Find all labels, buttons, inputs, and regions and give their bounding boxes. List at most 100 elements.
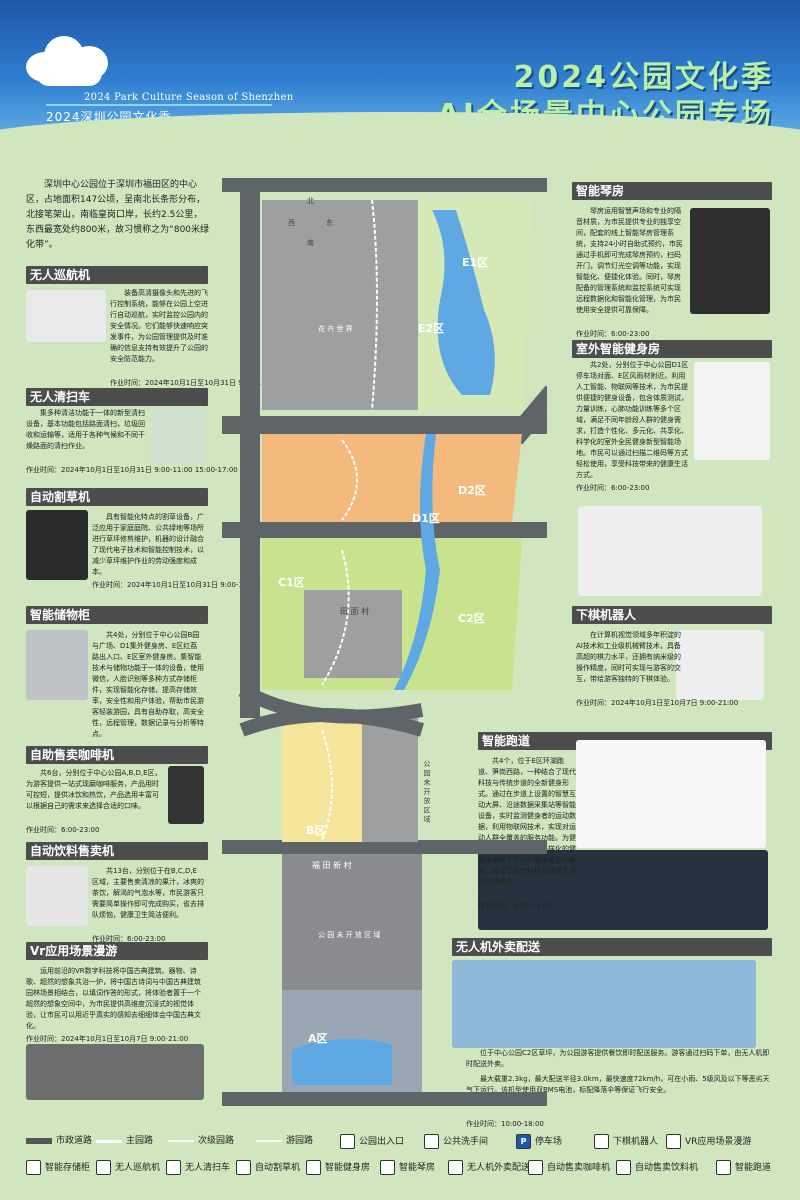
vr-icon xyxy=(666,1134,681,1149)
park-map: E1区 E2区 D1区 D2区 C1区 C2区 B区 A区 北 西 东 南 田 … xyxy=(222,170,547,1112)
map-legend: 市政道路主园路 次级园路 游园路 公园出入口 公共洗手间 P 停车场 下棋机器人 VR应用场景漫… xyxy=(0,1126,800,1200)
legend-item: 自动割草机 xyxy=(236,1160,300,1175)
legend-label: 无人机外卖配送 xyxy=(467,1162,531,1173)
zone-label-a: A区 xyxy=(308,1032,328,1045)
legend-label: 自动售卖咖啡机 xyxy=(547,1162,611,1173)
section-text: 琴房运用智慧声场和专业的隔音材质，为市民提供专业的独享空间，配套的线上智能琴房管… xyxy=(576,207,683,314)
legend-label: 次级园路 xyxy=(198,1136,235,1146)
feature-photo xyxy=(150,408,204,464)
section-time: 作业时间：2024年10月1日至10月7日 9:00-21:00 xyxy=(576,698,796,709)
park-map-svg xyxy=(222,178,547,1106)
sweeper-icon xyxy=(166,1160,181,1175)
feature-photo xyxy=(690,208,770,314)
time-label: 作业时间： xyxy=(576,484,611,492)
drink-icon xyxy=(616,1160,631,1175)
feature-photo xyxy=(694,362,770,460)
legend-item: 下棋机器人 xyxy=(594,1134,658,1149)
legend-label: 停车场 xyxy=(535,1136,563,1147)
map-label-futianxincun: 福 田 新 村 xyxy=(312,861,352,870)
time-label: 作业时间： xyxy=(576,330,611,338)
section-text: 共4个，位于E区环湖跑道、笋岗西路，一种结合了现代科技与传统步道的全新健身形式。… xyxy=(478,757,576,886)
section-text: 共4处，分别位于中心公园B园与广场、D1集外健身房、E区红荔路出入口、E区室外健… xyxy=(92,631,204,738)
zone-label-b: B区 xyxy=(306,824,326,837)
time-value: 2024年10月1日至10月31日 9:00-11:00 15:00-17:00 xyxy=(145,379,322,387)
time-value: 6:00-23:00 xyxy=(127,935,166,943)
legend-item: 公共洗手间 xyxy=(424,1134,488,1149)
legend-label: 智能存储柜 xyxy=(45,1162,91,1173)
legend-item: 主园路 xyxy=(96,1134,153,1148)
zone-label-d2: D2区 xyxy=(458,484,486,497)
feature-photo xyxy=(26,510,88,580)
zone-label-d1: D1区 xyxy=(412,512,440,525)
compass-south: 南 xyxy=(307,239,314,247)
legend-item: 游园路 xyxy=(256,1134,313,1148)
piano-icon xyxy=(380,1160,395,1175)
section-time: 作业时间：10:00-18:00 xyxy=(466,1119,686,1130)
legend-label: 自动割草机 xyxy=(255,1162,301,1173)
legend-item: 自动售卖咖啡机 xyxy=(528,1160,610,1175)
time-label: 作业时间： xyxy=(92,935,127,943)
time-label: 作业时间： xyxy=(92,581,127,589)
legend-line-swatch xyxy=(26,1138,52,1144)
section-time: 作业时间：2024年10月1日至10月31日 9:00-11:00 15:00-… xyxy=(26,465,246,476)
section-time: 作业时间：6:00-23:00 xyxy=(576,483,796,494)
page-title-line1: 2024公园文化季 xyxy=(513,60,774,95)
section-title: 智能琴房 xyxy=(572,182,772,200)
compass-east: 东 xyxy=(326,219,333,227)
legend-item: 智能跑道 xyxy=(716,1160,771,1175)
feature-photo xyxy=(26,1044,204,1100)
feature-photo-secondary xyxy=(478,850,768,930)
section-title: 自动割草机 xyxy=(26,488,208,506)
legend-item: VR应用场景漫游 xyxy=(666,1134,751,1149)
section-title: 室外智能健身房 xyxy=(572,340,772,358)
legend-label: 无人清扫车 xyxy=(185,1162,231,1173)
legend-label: 公园出入口 xyxy=(359,1136,405,1147)
logo-english: 2024 Park Culture Season of Shenzhen xyxy=(84,92,294,103)
legend-label: VR应用场景漫游 xyxy=(685,1136,752,1147)
section-title: 无人机外卖配送 xyxy=(452,938,772,956)
legend-item: 智能健身房 xyxy=(306,1160,370,1175)
legend-line-swatch xyxy=(256,1140,282,1142)
time-value: 2024年10月1日至10月31日 9:00-11:00 15:00-17:00 xyxy=(127,581,304,589)
section-text-specs: 最大载重2.3kg，最大配送半径3.0km，最快速度72km/h，可在小雨、5级… xyxy=(466,1075,770,1094)
map-label-closed-a: 公 园 未 开 放 区 域 xyxy=(318,931,381,939)
section-text: 共2处，分别位于中心公园D1区停车场对面、E区风雨材附近。利用人工智能、物联网等… xyxy=(576,361,689,479)
section-text: 集多种清洁功能于一体的新型清扫设备，基本功能包括路面清扫，垃圾回收和运输等，适用… xyxy=(26,409,145,450)
parking-icon: P xyxy=(516,1134,531,1149)
zone-label-c1: C1区 xyxy=(278,576,305,589)
legend-line-swatch xyxy=(96,1139,122,1143)
legend-label: 公共洗手间 xyxy=(443,1136,489,1147)
mower-icon xyxy=(236,1160,251,1175)
gym-icon xyxy=(306,1160,321,1175)
section-title: 下棋机器人 xyxy=(572,606,772,624)
section-time: 作业时间：6:00-23:00 xyxy=(576,329,796,340)
time-label: 作业时间： xyxy=(466,1120,501,1128)
section-title: 智能储物柜 xyxy=(26,606,208,624)
section-time: 作业时间：2024年10月1日至10月31日 9:00-11:00 15:00-… xyxy=(92,580,312,591)
header-wave xyxy=(0,112,800,145)
legend-label: 智能跑道 xyxy=(735,1162,772,1173)
legend-item: 公园出入口 xyxy=(340,1134,404,1149)
park-intro: 深圳中心公园位于深圳市福田区的中心区，占地面积147公顷，呈南北长条形分布，北接… xyxy=(26,180,210,250)
time-value: 6:00-23:00 xyxy=(611,484,650,492)
legend-label: 智能健身房 xyxy=(325,1162,371,1173)
section-text: 在计算机视觉领域多年积淀的AI技术和工业级机械臂技术，具备高超的棋力水平，还拥有… xyxy=(576,631,681,683)
zone-label-e2: E2区 xyxy=(418,322,445,335)
map-label-closed-b: 公 园 未 开 放 区 域 xyxy=(423,760,431,823)
feature-photo xyxy=(452,960,756,1048)
time-value: 2024年10月1日至10月7日 9:00-21:00 xyxy=(61,1035,189,1043)
section-title: Vr应用场景漫游 xyxy=(26,942,208,960)
drone-icon xyxy=(96,1160,111,1175)
time-value: 10:00-18:00 xyxy=(501,1120,544,1128)
section-title: 无人巡航机 xyxy=(26,266,208,284)
compass-west: 西 xyxy=(288,219,295,227)
section-text: 装备高清摄像头和先进的飞行控制系统，能够在公园上空进行自动巡航，实时监控公园内的… xyxy=(110,289,208,363)
legend-item: 市政道路 xyxy=(26,1134,92,1148)
legend-line-swatch xyxy=(168,1140,194,1142)
time-value: 6:00-23:00 xyxy=(611,330,650,338)
map-label-flower-world: 花 卉 世 界 xyxy=(318,325,353,333)
track-icon xyxy=(716,1160,731,1175)
legend-item: 无人清扫车 xyxy=(166,1160,230,1175)
section-text: 位于中心公园C2区草坪，为公园游客提供餐饮即时配送服务。游客通过扫码下单，由无人… xyxy=(466,1049,770,1068)
section-text: 共13台，分别位于在B,C,D,E区域，主要售卖清凉的果汁，冰爽的茶饮，解渴的气… xyxy=(92,867,204,919)
